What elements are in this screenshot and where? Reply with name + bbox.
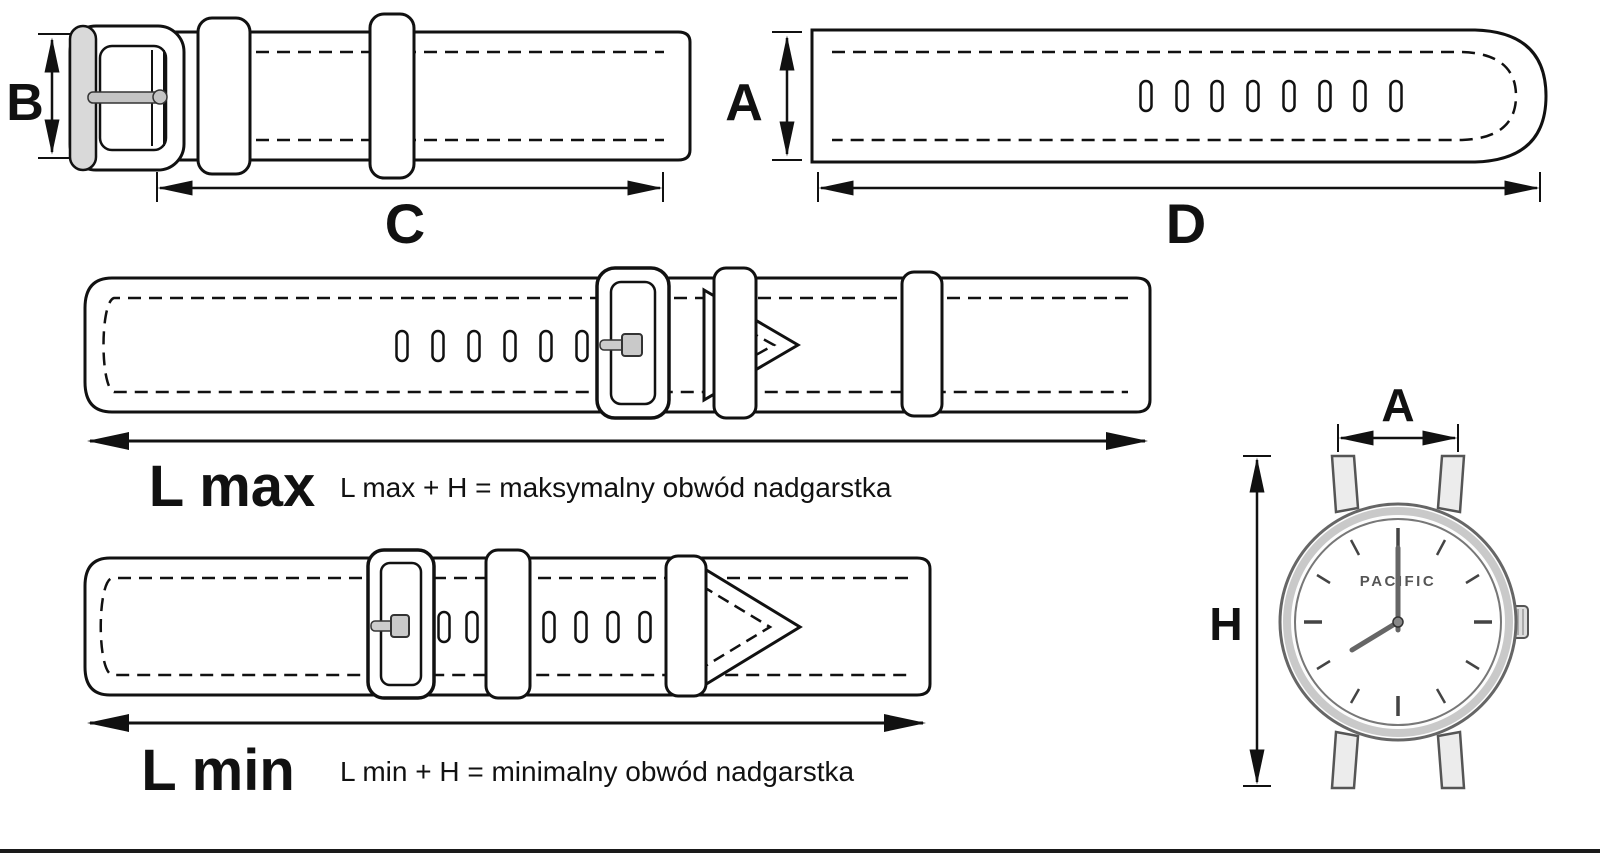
strap-hole [574, 610, 588, 644]
l-max-diagram: L max L max + H = maksymalny obwód nadga… [83, 266, 1152, 519]
dim-label-a: A [725, 74, 763, 132]
lug [1330, 730, 1360, 790]
strap-hole [1389, 79, 1403, 113]
watch-diagram: PACIFIC A H [1209, 379, 1529, 790]
strap-hole [638, 610, 652, 644]
keeper-loop [900, 270, 944, 418]
strap-hole [503, 329, 517, 363]
tip-stitching [701, 584, 773, 670]
prong-knob [621, 333, 643, 357]
dimension-tick [772, 31, 802, 161]
buckle [68, 24, 186, 172]
crown-ridges [1517, 609, 1524, 635]
bezel [1283, 507, 1513, 737]
buckle [595, 266, 671, 420]
buckle [366, 548, 436, 700]
dimension-watch-a: A [1337, 379, 1459, 452]
dim-label-d: D [1166, 192, 1206, 255]
strap-hole [1246, 79, 1260, 113]
stitching [99, 576, 908, 677]
strap-hole [467, 329, 481, 363]
quarter-hour-markers [1304, 528, 1492, 716]
stitching [256, 50, 664, 142]
strap-hole [1139, 79, 1153, 113]
strap-hole [575, 329, 589, 363]
strap-hole [395, 329, 409, 363]
hands-pivot [1392, 616, 1404, 628]
hour-markers [1316, 539, 1480, 704]
dimension-tick [817, 172, 1541, 202]
dimension-b: B [6, 33, 70, 159]
dim-label-b: B [6, 74, 44, 132]
prong-loop [152, 89, 168, 105]
watch-dim-label-a: A [1381, 379, 1414, 431]
dimension-l-min: L min L min + H = minimalny obwód nadgar… [87, 714, 926, 803]
l-min-diagram: L min L min + H = minimalny obwód nadgar… [83, 548, 932, 803]
strap-hole [1210, 79, 1224, 113]
watch-dim-label-h: H [1209, 598, 1242, 650]
keeper-loop [368, 12, 416, 180]
dim-label-c: C [385, 192, 425, 255]
lug [1436, 454, 1466, 514]
l-max-label: L max [149, 454, 316, 519]
strap-hole [1282, 79, 1296, 113]
dimension-tick [38, 33, 70, 159]
keeper-loop [484, 548, 532, 700]
strap-hole [465, 610, 479, 644]
dimension-tick [1337, 424, 1459, 452]
adjustment-holes [437, 610, 652, 644]
strap-buckle-piece-diagram: B C [6, 12, 692, 255]
keeper-loop [196, 16, 252, 176]
strap-hole [1318, 79, 1332, 113]
strap-body [148, 30, 692, 162]
dimension-tick [1243, 455, 1271, 787]
lug [1330, 454, 1360, 514]
prong-knob [390, 614, 410, 638]
strap-hole [1175, 79, 1189, 113]
strap-hole [542, 610, 556, 644]
l-max-formula: L max + H = maksymalny obwód nadgarstka [340, 472, 892, 503]
dimension-c: C [156, 172, 664, 255]
strap-hole [1353, 79, 1367, 113]
hour-hand [1349, 619, 1401, 653]
l-min-label: L min [141, 738, 295, 803]
watch-dial-details: PACIFIC [1304, 528, 1492, 716]
strap-hole-piece-diagram: A D [725, 28, 1548, 255]
strap-hole [431, 329, 445, 363]
strap-hole [539, 329, 553, 363]
keeper-loop [712, 266, 758, 420]
adjustment-holes [1139, 79, 1403, 113]
stitching [832, 50, 1518, 142]
watch-lugs [1330, 454, 1466, 790]
dimension-watch-h: H [1209, 455, 1271, 787]
strap-hole [437, 610, 451, 644]
stitching [102, 296, 1128, 394]
strap-hole [606, 610, 620, 644]
dimension-a: A [725, 31, 802, 161]
keeper-loop [664, 554, 708, 698]
dimension-d: D [817, 172, 1541, 255]
dimension-l-max: L max L max + H = maksymalny obwód nadga… [87, 432, 1148, 519]
lug [1436, 730, 1466, 790]
adjustment-holes [395, 329, 589, 363]
page-bottom-edge [0, 849, 1600, 853]
dimension-tick [156, 172, 664, 202]
l-min-formula: L min + H = minimalny obwód nadgarstka [340, 756, 855, 787]
